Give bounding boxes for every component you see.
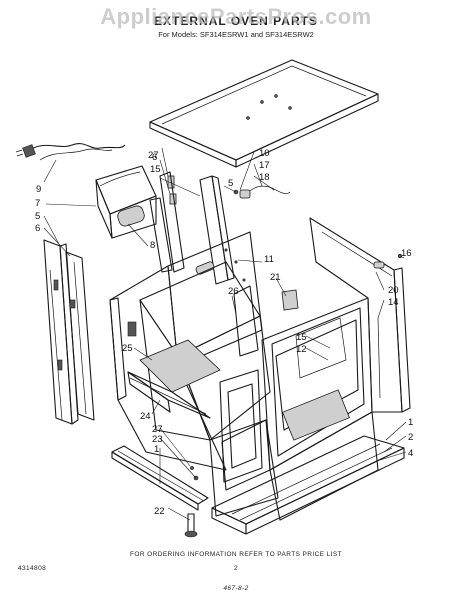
callout-label: 4 <box>408 448 413 459</box>
rear-bracket-part <box>233 285 259 357</box>
watermark: AppliancePartsPros.com <box>100 4 371 29</box>
leader-lines <box>43 147 407 521</box>
sheet-code: 467-8-2 <box>223 585 248 592</box>
callout-label: 12 <box>296 344 307 355</box>
callout-label: 14 <box>388 297 399 308</box>
callout-label: 27 <box>148 150 159 161</box>
callout-label: 22 <box>154 506 165 517</box>
callout-label: 26 <box>228 286 239 297</box>
callout-label: 25 <box>122 343 133 354</box>
callout-label: 6 <box>35 223 40 234</box>
door-front-panel-part <box>261 297 379 521</box>
left-side-trim-part <box>43 239 79 425</box>
screw-part <box>190 466 194 470</box>
callout-labels: 9 7 5 6 6 27 15 8 5 10 17 18 11 21 26 16… <box>35 148 413 517</box>
upper-bracket-part <box>149 171 235 285</box>
top-panel-part <box>149 59 379 168</box>
ordering-note: FOR ORDERING INFORMATION REFER TO PARTS … <box>130 551 342 558</box>
callout-label: 5 <box>228 178 233 189</box>
diagram-subtitle: For Models: SF314ESRW1 and SF314ESRW2 <box>158 30 314 39</box>
callout-label: 5 <box>35 211 40 222</box>
left-side-bracket-part <box>65 251 95 421</box>
callout-label: 15 <box>150 164 161 175</box>
callout-label: 1 <box>154 444 159 455</box>
small-bracket-part <box>281 289 299 311</box>
document-number: 4314808 <box>18 565 46 572</box>
callout-label: 16 <box>401 248 412 259</box>
wire-connector-part <box>239 189 251 199</box>
bottom-tray-part <box>127 339 221 419</box>
callout-label: 21 <box>270 272 281 283</box>
kick-rail-part <box>111 445 209 511</box>
front-frame-part <box>209 369 279 517</box>
screw-part <box>397 253 403 259</box>
callout-label: 7 <box>35 198 40 209</box>
callout-label: 15 <box>296 332 307 343</box>
callout-label: 8 <box>150 240 155 251</box>
page-number: 2 <box>234 565 238 572</box>
callout-label: 24 <box>140 411 151 422</box>
callout-label: 20 <box>388 285 399 296</box>
power-cord-part <box>15 143 126 161</box>
callout-label: 1 <box>408 417 413 428</box>
callout-label: 18 <box>259 172 270 183</box>
callout-label: 9 <box>36 184 41 195</box>
callout-label: 6 <box>152 152 157 163</box>
leveling-leg-part <box>184 513 198 538</box>
callout-label: 27 <box>152 424 163 435</box>
callout-label: 11 <box>264 254 274 265</box>
diagram-title: EXTERNAL OVEN PARTS <box>154 14 318 28</box>
callout-label: 23 <box>152 434 163 445</box>
callout-label: 2 <box>408 432 413 443</box>
base-rail-part <box>211 435 405 535</box>
callout-label: 17 <box>259 160 270 171</box>
control-box-part <box>95 165 157 239</box>
callout-label: 10 <box>259 148 270 159</box>
right-side-panel-part <box>309 217 411 413</box>
left-outer-panel-part <box>109 265 227 471</box>
wire-connector-part <box>243 185 291 197</box>
